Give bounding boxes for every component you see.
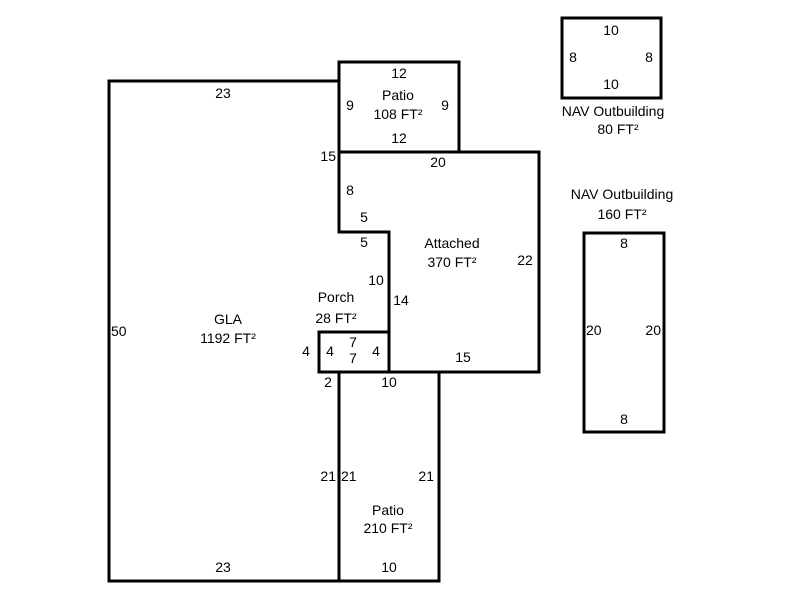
attached-dim-inner-right: 14 (393, 292, 409, 308)
patio-top-dim-bottom: 12 (391, 130, 407, 146)
attached-dim-step-bottom: 5 (360, 234, 368, 250)
attached-dim-top: 20 (430, 154, 446, 170)
nav-tall-dim-right: 20 (645, 322, 661, 338)
patio-top-dim-left: 9 (346, 97, 354, 113)
nav-tall-dim-left: 20 (586, 322, 602, 338)
attached-dim-left-upper: 8 (346, 182, 354, 198)
patio-top-dim-right: 9 (441, 97, 449, 113)
attached-outline (337, 150, 541, 374)
nav-outbuilding-tall-outline (582, 231, 666, 434)
patio-bottom-dim-top: 10 (381, 374, 397, 390)
patio-bottom-dim-bottom: 10 (381, 559, 397, 575)
nav-small-dim-right: 8 (645, 49, 653, 65)
patio-bottom-dim-right: 21 (418, 468, 434, 484)
porch-dim-bottom: 7 (349, 350, 357, 366)
patio-top-area: 108 FT² (373, 106, 422, 122)
nav-small-dim-top: 10 (603, 22, 619, 38)
nav-tall-name: NAV Outbuilding (571, 186, 673, 202)
nav-tall-dim-bottom: 8 (620, 411, 628, 427)
porch-dim-left: 4 (326, 343, 334, 359)
porch-area: 28 FT² (315, 310, 357, 326)
porch-dim-right: 4 (372, 343, 380, 359)
nav-small-dim-bottom: 10 (603, 76, 619, 92)
attached-area: 370 FT² (427, 254, 476, 270)
gla-dim-right-lower: 21 (320, 468, 336, 484)
nav-small-area: 80 FT² (597, 121, 639, 137)
gla-dim-bottom: 23 (215, 559, 231, 575)
patio-top-name: Patio (382, 87, 414, 103)
patio-bottom-dim-left: 21 (341, 468, 357, 484)
attached-dim-step-top: 5 (360, 209, 368, 225)
attached-dim-right: 22 (517, 252, 533, 268)
patio-bottom-area: 210 FT² (363, 520, 412, 536)
gla-dim-top: 23 (215, 85, 231, 101)
gla-dim-porch-side: 4 (302, 343, 310, 359)
nav-small-dim-left: 8 (569, 49, 577, 65)
gla-dim-right-upper: 15 (320, 148, 336, 164)
gla-dim-porch-below: 2 (324, 374, 332, 390)
patio-top-dim-top: 12 (391, 65, 407, 81)
attached-name: Attached (424, 235, 479, 251)
attached-dim-left-lower: 10 (368, 272, 384, 288)
nav-outbuilding-small-outline (560, 16, 663, 100)
nav-tall-area: 160 FT² (597, 206, 646, 222)
nav-tall-dim-top: 8 (620, 235, 628, 251)
patio-bottom-name: Patio (372, 502, 404, 518)
attached-dim-bottom: 15 (455, 349, 471, 365)
porch-name: Porch (318, 289, 355, 305)
gla-name: GLA (214, 311, 243, 327)
gla-area: 1192 FT² (200, 330, 256, 346)
nav-small-name: NAV Outbuilding (562, 103, 664, 119)
patio-bottom-outline (337, 370, 441, 583)
gla-dim-left: 50 (111, 323, 127, 339)
porch-dim-top: 7 (349, 334, 357, 350)
